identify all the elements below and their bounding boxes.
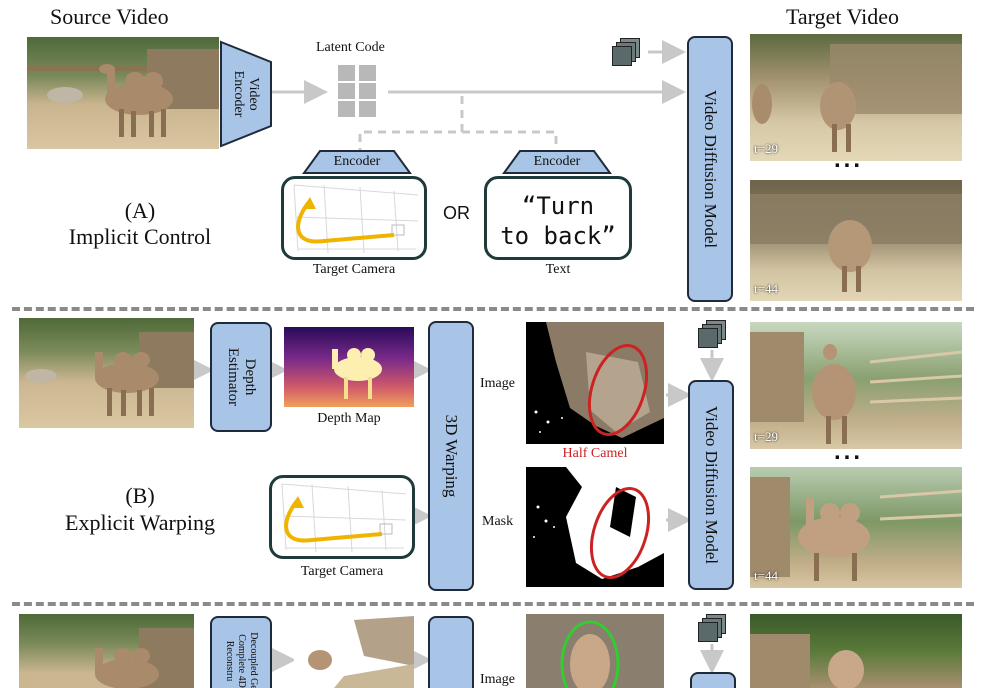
depth-map-caption: Depth Map (317, 411, 381, 426)
render-image-c (526, 614, 664, 688)
depth-map-image (284, 327, 414, 407)
dashed-condition-line-2 (462, 130, 558, 150)
text-caption: Text (545, 262, 571, 277)
target-frame-c (750, 614, 962, 688)
video-encoder-shape[interactable] (219, 40, 273, 148)
target-camera-caption-b: Target Camera (300, 564, 384, 579)
warping-box[interactable]: 3D Warping (428, 321, 474, 591)
dashed-condition-line (358, 96, 464, 150)
noise-icon-b (698, 320, 728, 350)
ellipsis-a: ... (834, 146, 864, 173)
ellipsis-b: ... (834, 438, 864, 465)
half-camel-label: Half Camel (562, 446, 628, 461)
source-video-frame-a (27, 37, 219, 149)
depth-estimator-box[interactable]: Depth Estimator (210, 322, 272, 432)
video-diffusion-model-b[interactable]: Video Diffusion Model (688, 380, 734, 590)
frame-label-b-29: t=29 (754, 429, 778, 444)
image-label-c: Image (480, 672, 515, 687)
video-encoder-label: Video Encoder (231, 70, 261, 118)
video-diffusion-model-a[interactable]: Video Diffusion Model (687, 36, 733, 302)
frame-label-b-44: t=44 (754, 568, 778, 583)
section-a-letter: (A) (124, 198, 156, 223)
section-b-letter: (B) (125, 483, 155, 508)
warped-mask-b (526, 467, 664, 587)
point-cloud-image (294, 616, 414, 688)
target-video-heading: Target Video (786, 4, 900, 29)
target-frame-b-29: t=29 (750, 322, 962, 449)
or-label: OR (443, 203, 470, 223)
frame-label-a-29: t=29 (754, 141, 778, 156)
reconstruction-box[interactable]: Decoupled Ge Complete 4D Reconstru (210, 616, 272, 688)
latent-code-label: Latent Code (316, 40, 385, 55)
separator-b-c (12, 602, 974, 606)
target-camera-box-b (269, 475, 415, 559)
frame-label-a-44: t=44 (754, 281, 778, 296)
text-prompt-box: “Turn to back” (484, 176, 632, 260)
warping-box-c[interactable] (428, 616, 474, 688)
encoder-right-shape[interactable] (502, 150, 612, 174)
target-frame-a-44: t=44 (750, 180, 962, 301)
noise-icon-c (698, 614, 728, 644)
target-frame-b-44: t=44 (750, 467, 962, 588)
encoder-right-label: Encoder (533, 154, 581, 169)
source-video-heading: Source Video (50, 4, 169, 29)
noise-icon (612, 38, 642, 68)
target-frame-a-29: t=29 (750, 34, 962, 161)
warped-image-b (526, 322, 664, 444)
source-video-frame-c (19, 614, 194, 688)
encoder-left-shape[interactable] (302, 150, 412, 174)
encoder-left-label: Encoder (333, 154, 381, 169)
latent-code-grid (338, 65, 378, 117)
section-b-title: Explicit Warping (65, 510, 215, 535)
mask-label-b: Mask (482, 514, 514, 529)
image-label-b: Image (480, 376, 515, 391)
target-camera-caption-a: Target Camera (312, 262, 396, 277)
video-diffusion-model-c[interactable] (690, 672, 736, 688)
target-camera-box-a (281, 176, 427, 260)
section-a-title: Implicit Control (68, 224, 212, 249)
separator-a-b (12, 307, 974, 311)
source-video-frame-b (19, 318, 194, 428)
